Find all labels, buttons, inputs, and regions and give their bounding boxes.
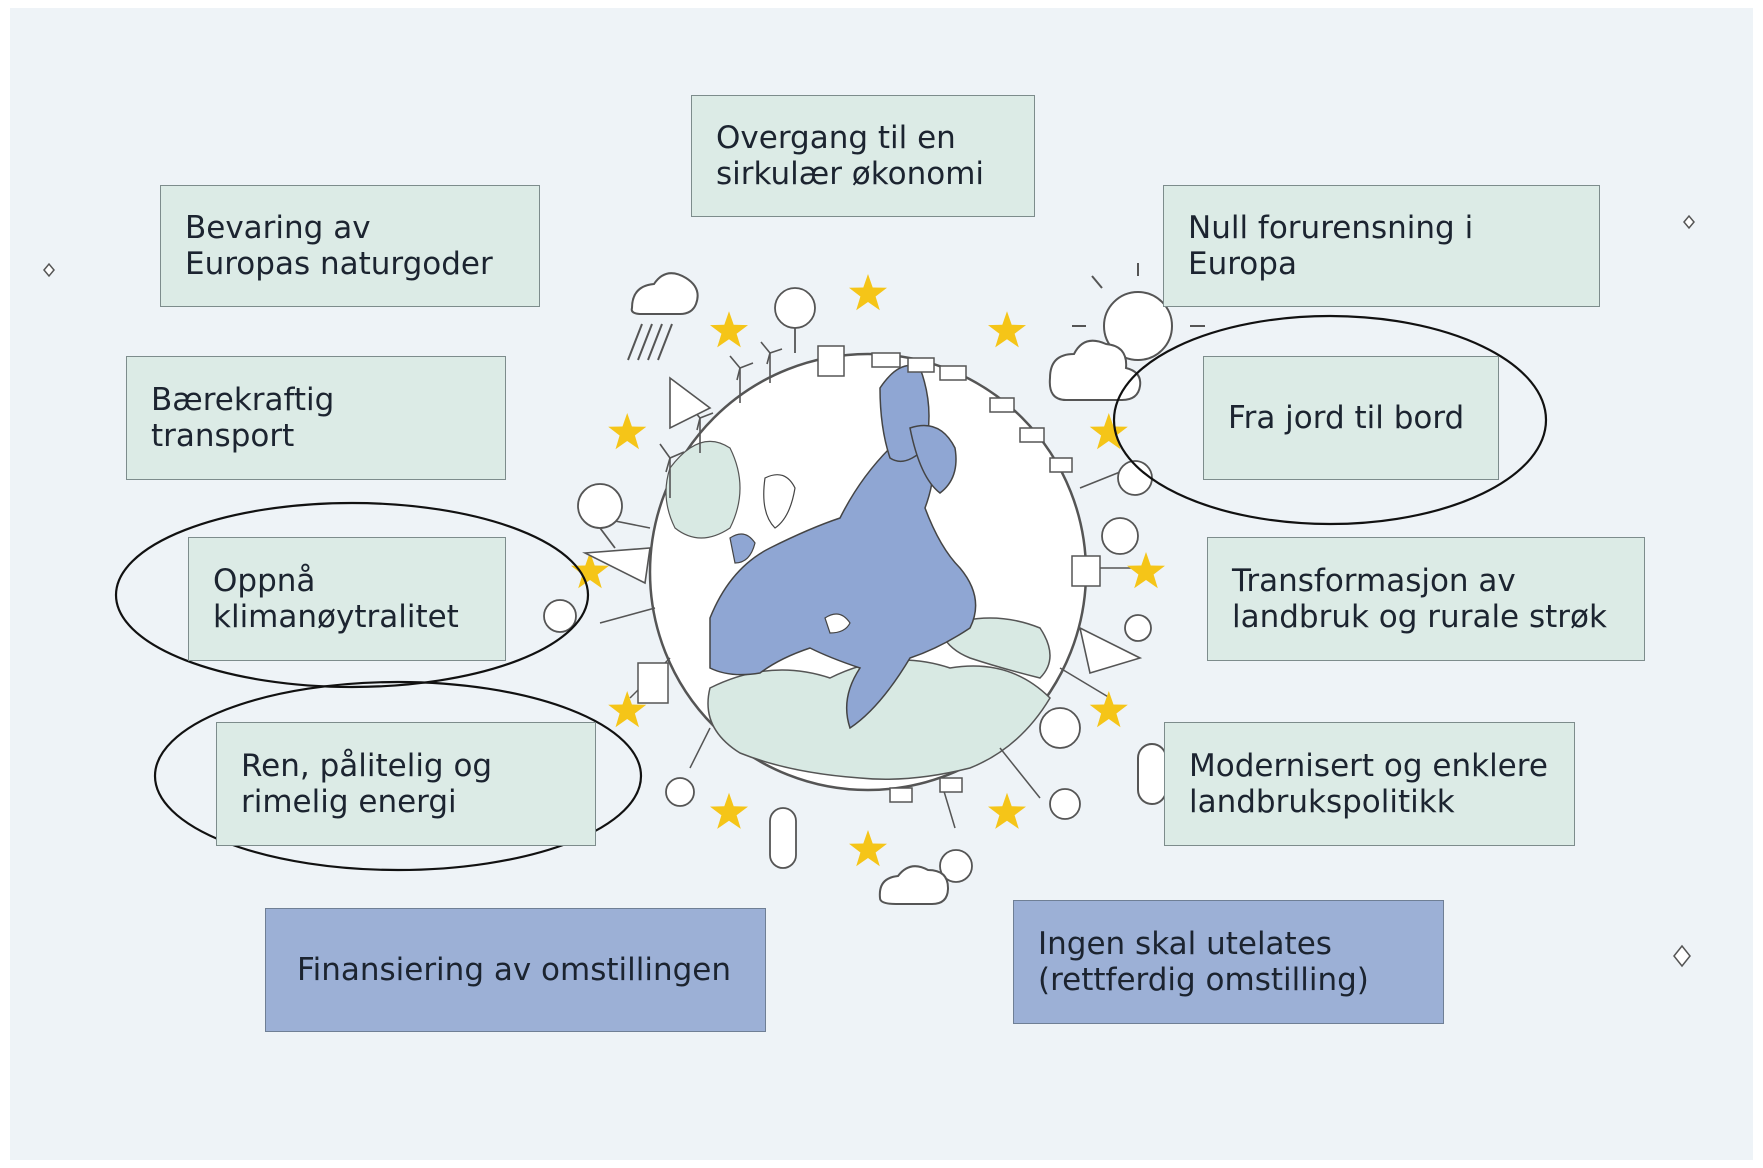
eu-star-icon [988, 792, 1026, 829]
box-label: Modernisert og enklere landbrukspolitikk [1189, 748, 1548, 820]
eu-star-icon [571, 552, 609, 589]
eu-star-icon [1127, 552, 1165, 589]
sparkle-icon [43, 214, 1695, 968]
eu-star-icon [988, 311, 1026, 348]
box-rettferdig-omstilling: Ingen skal utelates (rettferdig omstilli… [1013, 900, 1444, 1024]
diagram-canvas: Overgang til en sirkulær økonomi Bevarin… [10, 8, 1753, 1160]
highlight-circle-fra-jord-til-bord [1112, 314, 1548, 526]
eu-star-icon [710, 792, 748, 829]
box-ren-energi: Ren, pålitelig og rimelig energi [216, 722, 596, 846]
box-label: Overgang til en sirkulær økonomi [716, 120, 985, 192]
tree-icon [543, 287, 1153, 883]
globe-icon [648, 352, 1088, 792]
box-baerekraftig-transport: Bærekraftig transport [126, 356, 506, 480]
eu-star-icon [710, 311, 748, 348]
box-label: Transformasjon av landbruk og rurale str… [1232, 563, 1607, 635]
eu-star-icon [849, 274, 887, 311]
box-finansiering: Finansiering av omstillingen [265, 908, 766, 1032]
box-label: Bærekraftig transport [151, 382, 335, 454]
rain-cloud-icon [627, 272, 699, 361]
box-label: Fra jord til bord [1228, 400, 1465, 436]
box-naturgoder: Bevaring av Europas naturgoder [160, 185, 540, 307]
box-label: Oppnå klimanøytralitet [213, 563, 459, 635]
box-sirkular-okonomi: Overgang til en sirkulær økonomi [691, 95, 1035, 217]
eu-star-icon [1089, 691, 1128, 728]
eu-star-icon [849, 830, 887, 867]
highlight-circles [114, 314, 1548, 872]
box-label: Ingen skal utelates (rettferdig omstilli… [1038, 926, 1369, 998]
box-fra-jord-til-bord: Fra jord til bord [1203, 356, 1499, 480]
box-landbrukspolitikk: Modernisert og enklere landbrukspolitikk [1164, 722, 1575, 846]
box-label: Finansiering av omstillingen [297, 952, 732, 988]
box-transformasjon-landbruk: Transformasjon av landbruk og rurale str… [1207, 537, 1645, 661]
solar-panel-icon [637, 345, 1101, 803]
box-label: Null forurensning i Europa [1188, 210, 1474, 282]
box-null-forurensning: Null forurensning i Europa [1163, 185, 1600, 307]
highlight-circle-klimanoytralitet [114, 501, 590, 689]
highlight-circle-ren-energi [153, 680, 643, 872]
wind-turbine-icon [582, 341, 1143, 675]
box-klimanoytralitet: Oppnå klimanøytralitet [188, 537, 506, 661]
eu-star-icon [571, 274, 1165, 867]
box-label: Ren, pålitelig og rimelig energi [241, 748, 493, 820]
eu-star-icon [608, 691, 647, 728]
eu-star-icon [608, 413, 647, 450]
eu-star-icon [1089, 413, 1128, 450]
box-label: Bevaring av Europas naturgoder [185, 210, 493, 282]
